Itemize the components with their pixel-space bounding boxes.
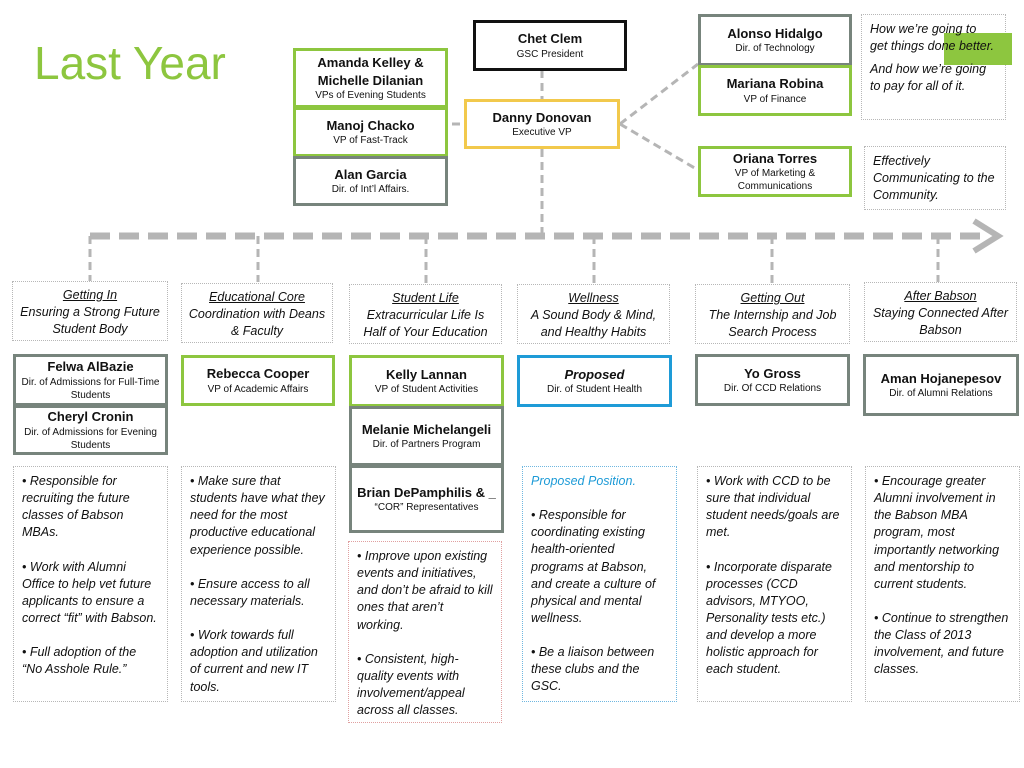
pillar-subtitle: Extracurricular Life Is Half of Your Edu… — [363, 307, 488, 339]
felwa-box: Felwa AlBazie Dir. of Admissions for Ful… — [13, 354, 168, 406]
president-name: Chet Clem — [517, 31, 583, 47]
getting-out-duties: • Work with CCD to be sure that individu… — [697, 466, 852, 702]
pillar-educational-core: Educational Core Coordination with Deans… — [181, 283, 333, 343]
fast-track-role: VP of Fast-Track — [333, 135, 408, 147]
melanie-role: Dir. of Partners Program — [372, 439, 481, 451]
marketing-role: VP of Marketing & Communications — [734, 168, 816, 193]
aman-role: Dir. of Alumni Relations — [889, 388, 993, 400]
president-role: GSC President — [516, 48, 584, 60]
pillar-heading: Educational Core — [209, 290, 305, 304]
president-box: Chet Clem GSC President — [473, 20, 627, 71]
connector-evp-tech — [619, 62, 699, 126]
intl-affairs-name: Alan Garcia — [334, 166, 407, 182]
pillar-heading: Getting Out — [740, 291, 805, 305]
pillar-heading: Getting In — [62, 288, 118, 302]
kelly-name: Kelly Lannan — [386, 366, 467, 382]
after-babson-duties: • Encourage greater Alumni involvement i… — [865, 466, 1020, 702]
marketing-note: Effectively Communicating to the Communi… — [864, 146, 1006, 210]
page-title: Last Year — [34, 37, 226, 89]
wellness-duties-text: • Responsible for coordinating existing … — [531, 508, 656, 694]
cheryl-box: Cheryl Cronin Dir. of Admissions for Eve… — [13, 405, 168, 455]
intl-affairs-role: Dir. of Int’l Affairs. — [331, 184, 410, 196]
kelly-box: Kelly Lannan VP of Student Activities — [349, 355, 504, 407]
intl-affairs-box: Alan Garcia Dir. of Int’l Affairs. — [293, 156, 448, 206]
pillar-subtitle: The Internship and Job Search Process — [708, 307, 837, 339]
fast-track-box: Manoj Chacko VP of Fast-Track — [293, 107, 448, 157]
proposed-box: Proposed Dir. of Student Health — [517, 355, 672, 407]
educational-core-duties: • Make sure that students have what they… — [181, 466, 336, 702]
proposed-name: Proposed — [564, 366, 625, 382]
getting-in-duties: • Responsible for recruiting the future … — [13, 466, 168, 702]
proposed-position-label: Proposed Position. — [531, 474, 636, 488]
pillar-student-life: Student Life Extracurricular Life Is Hal… — [349, 284, 502, 344]
cheryl-role: Dir. of Admissions for Evening Students — [24, 426, 157, 451]
wellness-duties: Proposed Position. • Responsible for coo… — [522, 466, 677, 702]
student-life-duties: • Improve upon existing events and initi… — [348, 541, 502, 723]
pillar-subtitle: Ensuring a Strong Future Student Body — [20, 304, 160, 336]
evp-name: Danny Donovan — [492, 109, 592, 125]
finance-name: Mariana Robina — [726, 76, 824, 92]
pillar-getting-out: Getting Out The Internship and Job Searc… — [695, 284, 850, 344]
technology-name: Alonso Hidalgo — [727, 25, 823, 41]
yo-box: Yo Gross Dir. Of CCD Relations — [695, 354, 850, 406]
melanie-name: Melanie Michelangeli — [361, 421, 492, 437]
pillar-subtitle: Staying Connected After Babson — [872, 305, 1009, 337]
timeline-arrowhead — [972, 218, 1004, 254]
pillar-after-babson: After Babson Staying Connected After Bab… — [864, 282, 1017, 342]
pillar-heading: Student Life — [392, 291, 459, 305]
pillar-getting-in: Getting In Ensuring a Strong Future Stud… — [12, 281, 168, 341]
cheryl-name: Cheryl Cronin — [47, 409, 134, 425]
felwa-role: Dir. of Admissions for Full-Time Student… — [21, 376, 160, 401]
finance-box: Mariana Robina VP of Finance — [698, 65, 852, 116]
aman-box: Aman Hojanepesov Dir. of Alumni Relation… — [863, 354, 1019, 416]
pillar-heading: Wellness — [568, 291, 619, 305]
pillar-subtitle: Coordination with Deans & Faculty — [188, 306, 326, 338]
proposed-role: Dir. of Student Health — [546, 384, 643, 396]
aman-name: Aman Hojanepesov — [880, 370, 1002, 386]
fast-track-name: Manoj Chacko — [326, 117, 415, 133]
evp-box: Danny Donovan Executive VP — [464, 99, 620, 149]
yo-name: Yo Gross — [744, 365, 801, 381]
melanie-box: Melanie Michelangeli Dir. of Partners Pr… — [349, 406, 504, 466]
pillar-wellness: Wellness A Sound Body & Mind, and Health… — [517, 284, 670, 344]
technology-role: Dir. of Technology — [735, 43, 815, 55]
pillar-subtitle: A Sound Body & Mind, and Healthy Habits — [530, 307, 657, 339]
marketing-note-text: Effectively Communicating to the Communi… — [873, 154, 995, 203]
tech-finance-note: How we’re going to get things done bette… — [861, 14, 1012, 120]
rebecca-box: Rebecca Cooper VP of Academic Affairs — [181, 355, 335, 406]
tech-note-text: How we’re going to get things done bette… — [870, 22, 994, 54]
rebecca-role: VP of Academic Affairs — [207, 383, 309, 395]
yo-role: Dir. Of CCD Relations — [723, 383, 822, 395]
rebecca-name: Rebecca Cooper — [206, 366, 310, 382]
brian-role: “COR” Representatives — [374, 502, 479, 514]
finance-role: VP of Finance — [743, 93, 807, 105]
evening-vps-box: Amanda Kelley & Michelle Dilanian VPs of… — [293, 48, 448, 108]
evening-vps-role: VPs of Evening Students — [315, 90, 426, 102]
green-highlight — [944, 33, 1012, 65]
marketing-name: Oriana Torres — [732, 150, 818, 166]
felwa-name: Felwa AlBazie — [47, 359, 134, 375]
marketing-box: Oriana Torres VP of Marketing & Communic… — [698, 146, 852, 197]
connector-evp-marketing — [619, 122, 699, 172]
technology-box: Alonso Hidalgo Dir. of Technology — [698, 14, 852, 66]
brian-box: Brian DePamphilis & _ “COR” Representati… — [349, 465, 504, 533]
evening-vps-name: Amanda Kelley & Michelle Dilanian — [317, 54, 424, 88]
brian-name: Brian DePamphilis & _ — [357, 484, 496, 500]
finance-note-text: And how we’re going to pay for all of it… — [870, 62, 987, 94]
evp-role: Executive VP — [512, 127, 572, 139]
pillar-heading: After Babson — [904, 289, 977, 303]
kelly-role: VP of Student Activities — [374, 384, 479, 396]
